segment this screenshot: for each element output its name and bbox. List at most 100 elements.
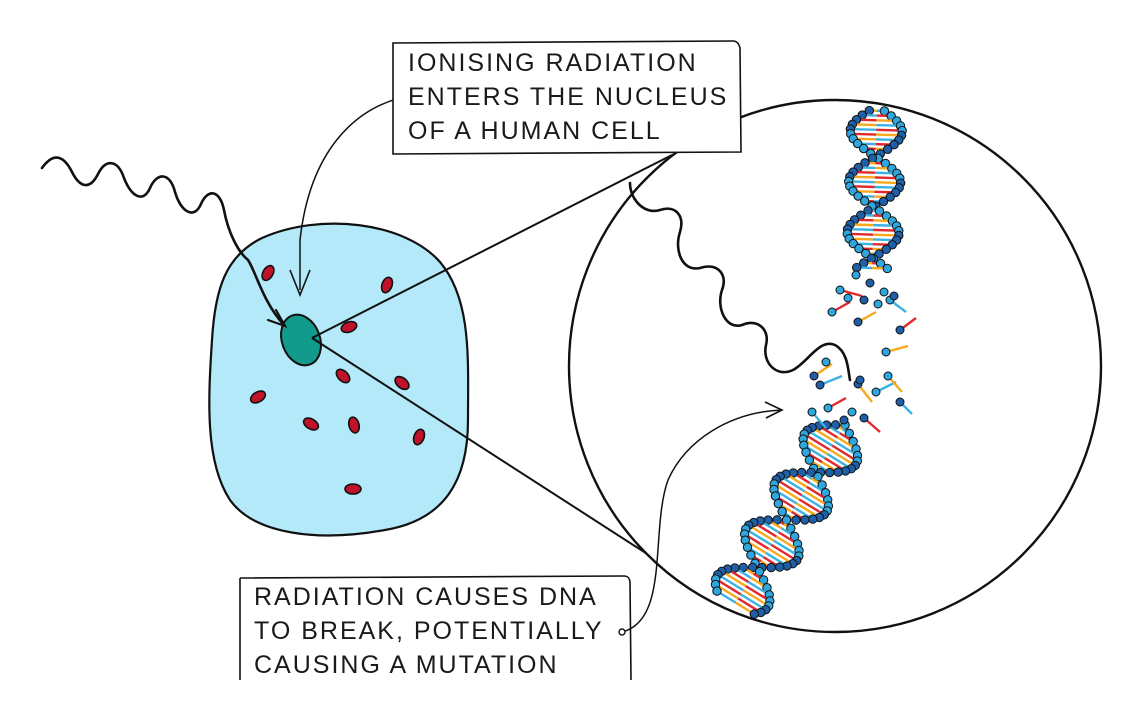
top-label-border: [392, 40, 742, 155]
dna-base-pair: [717, 573, 744, 592]
bottom-label-border: [239, 575, 632, 681]
dna-fragment-node: [851, 270, 861, 280]
dna-base-pair: [806, 429, 833, 447]
dna-base-pair: [770, 543, 798, 562]
dna-fragment-node: [889, 291, 899, 301]
dna-backbone-node: [777, 506, 787, 517]
dna-strand: [710, 105, 917, 619]
callout-arrow-top: [289, 269, 311, 298]
dna-backbone-node: [742, 542, 753, 552]
dna-backbone-node: [853, 191, 863, 201]
dna-fragment-node: [855, 375, 865, 385]
dna-backbone-node: [882, 144, 893, 154]
dna-fragment-node: [823, 403, 833, 413]
organelles: [249, 264, 426, 495]
dna-backbone-node: [754, 567, 765, 577]
radiation-wave-zoom: [628, 181, 852, 382]
dna-backbone-node: [791, 515, 801, 525]
dna-backbone-node: [775, 562, 785, 572]
dna-fragment-node: [865, 278, 875, 288]
dna-fragment-node: [843, 293, 853, 303]
dna-base-pair: [768, 547, 794, 565]
dna-backbone-node: [833, 467, 843, 477]
callout-top-line-3: OF A HUMAN CELL: [408, 117, 662, 145]
radiation-arrow-head: [266, 308, 288, 329]
dna-fragment-node: [879, 287, 889, 297]
callout-top-label: IONISING RADIATION ENTERS THE NUCLEUS OF…: [408, 46, 743, 154]
dna-base-pair: [779, 475, 805, 493]
dna-fragment-node: [821, 357, 831, 367]
dna-backbone-node: [889, 139, 899, 150]
dna-fragment-node: [895, 397, 905, 407]
dna-fragment-node: [809, 371, 819, 381]
callout-bottom-label: RADIATION CAUSES DNA TO BREAK, POTENTIAL…: [254, 580, 624, 684]
dna-base-pair: [773, 482, 800, 501]
dna-backbone-node: [852, 262, 862, 273]
dna-fragment-node: [873, 299, 883, 309]
dna-base-pair: [803, 433, 831, 451]
dna-backbone-node: [712, 586, 722, 596]
dna-base-pair: [745, 585, 771, 602]
dna-backbone-node: [766, 562, 776, 573]
dna-fragment-node: [827, 307, 837, 317]
dna-fragment-node: [847, 407, 857, 417]
dna-backbone-node: [854, 243, 864, 254]
dna-backbone-node: [749, 609, 759, 619]
dna-base-pair: [829, 448, 856, 467]
organelle: [394, 375, 410, 391]
callout-top-line-2: ENTERS THE NUCLEUS: [408, 83, 729, 111]
dna-base-pair: [715, 577, 742, 596]
dna-backbone-node: [773, 498, 784, 509]
dna-backbone-node: [781, 515, 792, 525]
callout-bottom-line-1: RADIATION CAUSES DNA: [254, 583, 598, 611]
dna-base-pair: [721, 570, 747, 588]
organelle: [249, 390, 267, 404]
dna-backbone-node: [758, 575, 769, 585]
dna-backbone-node: [746, 550, 756, 560]
callout-bottom-line-2: TO BREAK, POTENTIALLY: [254, 617, 604, 645]
dna-backbone-node: [747, 562, 758, 573]
organelle: [380, 276, 394, 294]
dna-fragment-node: [859, 413, 869, 423]
dna-fragment-node: [881, 347, 891, 357]
dna-base-pair: [826, 452, 852, 470]
organelle: [302, 417, 320, 431]
dna-backbone-node: [867, 153, 878, 164]
zoom-line-lower: [311, 337, 701, 589]
dna-fragment-node: [883, 371, 893, 381]
dna-backbone-node: [813, 472, 823, 482]
dna-fragment-node: [807, 407, 817, 417]
dna-base-pair: [798, 498, 825, 516]
dna-backbone-node: [808, 514, 818, 524]
dna-base-pair: [743, 533, 770, 550]
dna-backbone-node: [825, 467, 835, 478]
organelle: [412, 428, 426, 446]
radiation-wave-cell: [40, 156, 285, 326]
dna-backbone-node: [859, 196, 870, 206]
dna-base-pair: [801, 494, 828, 512]
dna-backbone-node: [804, 455, 815, 465]
callout-dot-bottom: [618, 628, 626, 636]
organelle: [344, 483, 362, 495]
dna-backbone-node: [786, 523, 796, 534]
dna-fragment-node: [839, 415, 849, 425]
callout-arrow-bottom: [764, 401, 784, 419]
dna-backbone-node: [800, 515, 810, 525]
dna-backbone-node: [882, 263, 892, 274]
dna-backbone-node: [830, 420, 841, 430]
callout-top-line-1: IONISING RADIATION: [408, 49, 698, 77]
dna-backbone-node: [806, 467, 816, 478]
organelle: [340, 320, 358, 334]
dna-fragment-node: [835, 285, 845, 295]
organelle: [335, 368, 351, 384]
dna-backbone-node: [878, 196, 889, 207]
dna-base-pair: [742, 589, 770, 607]
dna-base-pair: [740, 593, 767, 611]
dna-base-pair: [745, 528, 772, 546]
zoom-line-upper: [311, 154, 673, 339]
dna-fragment-node: [853, 317, 863, 327]
dna-backbone-node: [801, 447, 811, 457]
dna-base-pair: [802, 438, 828, 455]
